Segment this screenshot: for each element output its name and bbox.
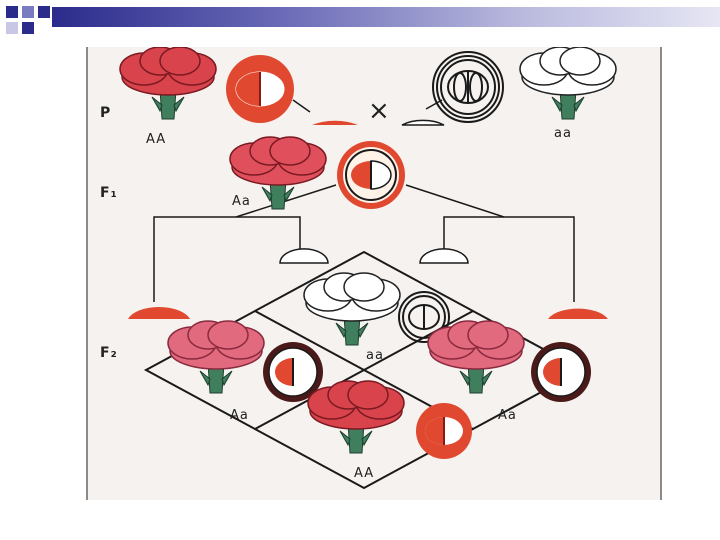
white-carnation-icon — [304, 273, 400, 345]
generation-label-f1: F₁ — [100, 185, 118, 201]
red-carnation-icon — [308, 381, 404, 453]
generation-label-f2: F₂ — [100, 345, 118, 361]
genotype-label-f1: Aa — [232, 194, 251, 209]
cross-symbol: × — [368, 96, 391, 126]
gamete-icon — [280, 249, 328, 263]
genotype-label-f2-left: Aa — [230, 408, 249, 423]
cross-diagram-svg: × P AA aa F₁ Aa F₂ — [88, 47, 664, 500]
cell-icon — [433, 52, 503, 122]
genotype-label-f2-bottom: AA — [354, 466, 374, 481]
gamete-icon — [420, 249, 468, 263]
red-carnation-icon — [120, 47, 216, 119]
cell-icon — [531, 342, 591, 402]
pink-carnation-icon — [168, 321, 264, 393]
cell-icon — [416, 403, 472, 459]
cell-icon — [337, 141, 405, 209]
genotype-label-p-white: aa — [554, 126, 572, 141]
header-square-icon — [38, 6, 50, 18]
header-square-icon — [6, 6, 18, 18]
genotype-label-f2-right: Aa — [498, 408, 517, 423]
slide-header-bar — [0, 0, 720, 40]
inheritance-diagram: × P AA aa F₁ Aa F₂ — [86, 47, 662, 500]
header-square-icon — [22, 22, 34, 34]
header-gradient-bar — [52, 7, 720, 27]
gamete-icon — [548, 309, 608, 319]
header-square-icon — [22, 6, 34, 18]
genotype-label-p-red: AA — [146, 132, 166, 147]
cell-icon — [226, 55, 294, 123]
generation-label-p: P — [100, 105, 111, 121]
gamete-icon — [128, 307, 190, 319]
header-square-icon — [6, 22, 18, 34]
white-carnation-icon — [520, 47, 616, 119]
pink-carnation-icon — [428, 321, 524, 393]
genotype-label-f2-top: aa — [366, 348, 384, 363]
gamete-icon — [312, 121, 358, 125]
gamete-icon — [402, 120, 444, 125]
